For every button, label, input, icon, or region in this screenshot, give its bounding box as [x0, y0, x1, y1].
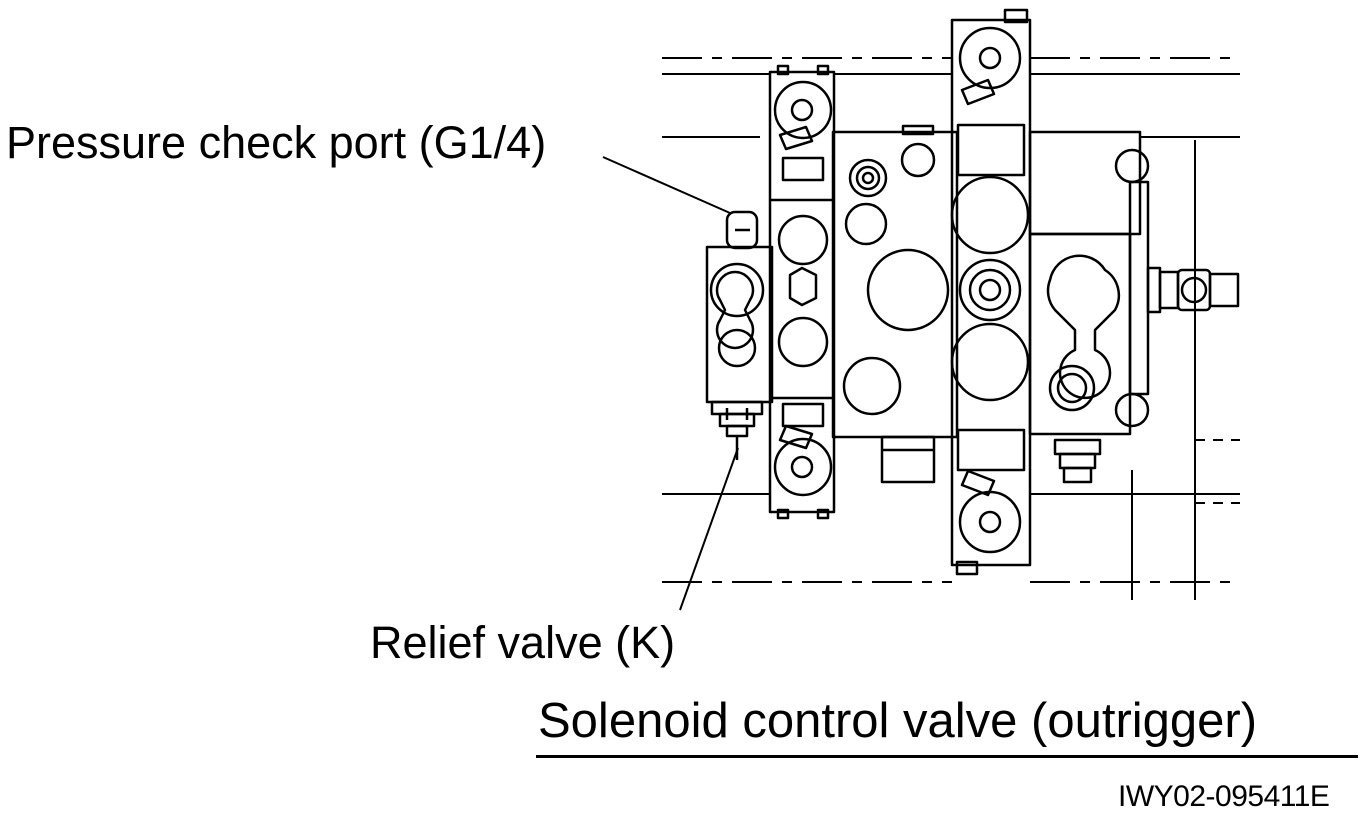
right-end-block: [1030, 132, 1238, 482]
drawing-code: IWY02-095411E: [1118, 780, 1330, 813]
reference-lines: [662, 58, 1240, 600]
left-spool-section: [770, 66, 834, 518]
diagram-title: Solenoid control valve (outrigger): [538, 694, 1258, 748]
pressure-check-port: [727, 212, 757, 248]
leader-relief-valve: [680, 448, 738, 610]
leader-pressure-check-port: [603, 157, 730, 213]
relief-valve-label: Relief valve (K): [370, 617, 676, 668]
relief-valve-block: [707, 247, 772, 460]
main-valve-body: [833, 126, 957, 482]
pressure-check-port-label: Pressure check port (G1/4): [6, 117, 547, 168]
center-spool-section: [952, 10, 1030, 574]
title-underline: [536, 755, 1358, 758]
